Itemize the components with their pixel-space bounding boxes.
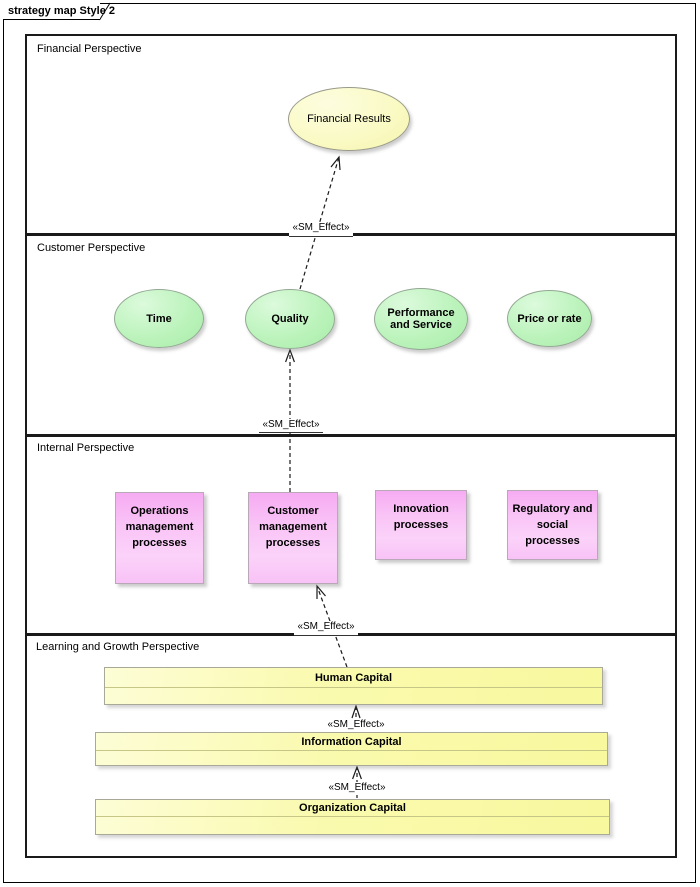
node-customer-management-processes-label: Customer management processes (259, 505, 327, 549)
connector-label-sm-effect-5[interactable]: «SM_Effect» (325, 782, 389, 795)
node-performance-and-service[interactable]: Performance and Service (374, 288, 468, 350)
node-quality-label: Quality (271, 313, 309, 325)
connector-label-sm-effect-4[interactable]: «SM_Effect» (324, 719, 388, 732)
node-time[interactable]: Time (114, 289, 204, 348)
connector-label-sm-effect-2[interactable]: «SM_Effect» (259, 419, 323, 433)
node-performance-and-service-label: Performance and Service (387, 307, 455, 331)
node-quality[interactable]: Quality (245, 289, 335, 349)
node-innovation-processes-label: Innovation processes (393, 503, 449, 531)
node-human-capital-label: Human Capital (105, 668, 602, 688)
connector-label-sm-effect-1[interactable]: «SM_Effect» (289, 222, 353, 237)
node-operations-management-processes-label: Operations management processes (125, 505, 194, 549)
node-operations-management-processes[interactable]: Operations management processes (115, 492, 204, 584)
node-price-or-rate[interactable]: Price or rate (507, 290, 592, 347)
node-financial-results-label: Financial Results (307, 113, 391, 125)
diagram-tab[interactable]: strategy map Style 2 (3, 3, 115, 20)
node-customer-management-processes[interactable]: Customer management processes (248, 492, 338, 584)
lane-label-customer: Customer Perspective (37, 242, 146, 254)
connector-label-sm-effect-3[interactable]: «SM_Effect» (294, 621, 358, 636)
node-organization-capital[interactable]: Organization Capital (95, 799, 610, 835)
lane-label-learning-growth: Learning and Growth Perspective (36, 641, 200, 653)
diagram-frame-border (3, 3, 696, 883)
node-organization-capital-label: Organization Capital (96, 800, 609, 817)
node-regulatory-and-social-processes[interactable]: Regulatory and social processes (507, 490, 598, 560)
node-information-capital-label: Information Capital (96, 733, 607, 751)
node-information-capital[interactable]: Information Capital (95, 732, 608, 766)
node-time-label: Time (146, 312, 172, 325)
node-price-or-rate-label: Price or rate (517, 312, 582, 325)
node-financial-results[interactable]: Financial Results (288, 87, 410, 151)
node-human-capital[interactable]: Human Capital (104, 667, 603, 705)
node-regulatory-and-social-processes-label: Regulatory and social processes (512, 503, 593, 547)
diagram-tab-title: strategy map Style 2 (8, 5, 115, 17)
lane-label-financial: Financial Perspective (37, 43, 142, 55)
node-innovation-processes[interactable]: Innovation processes (375, 490, 467, 560)
lane-label-internal: Internal Perspective (37, 442, 135, 454)
perspective-divider-2 (25, 434, 677, 437)
